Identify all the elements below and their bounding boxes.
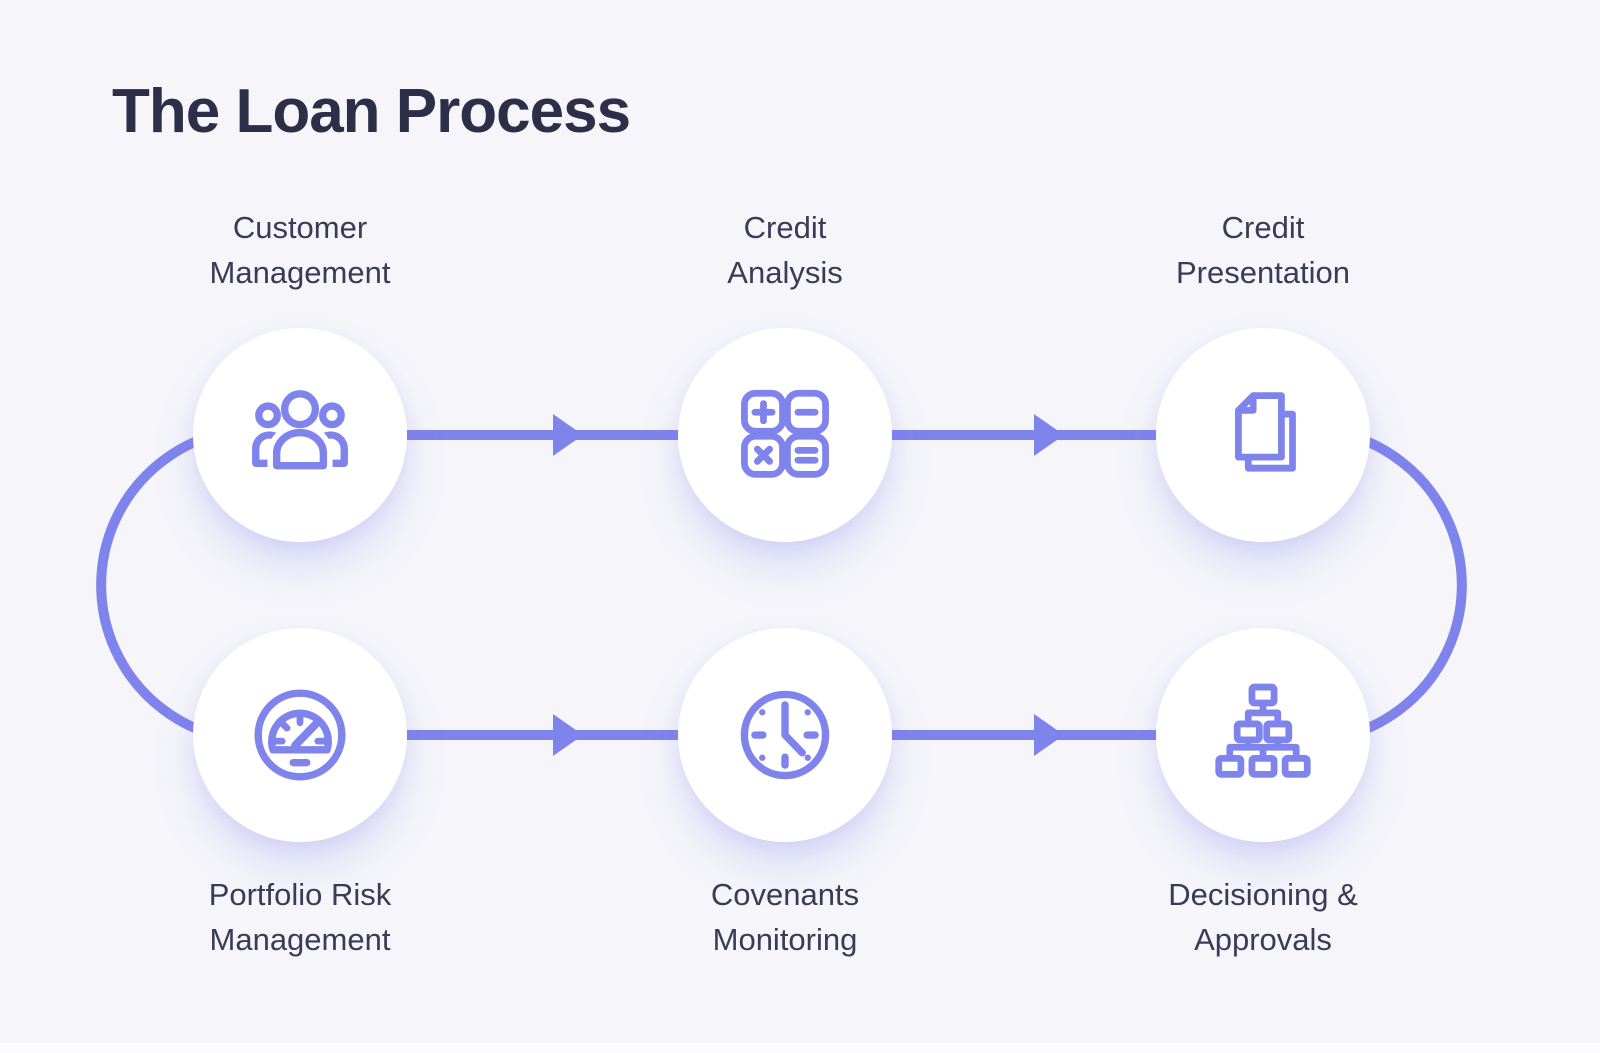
- node-label-credit-analysis: Credit Analysis: [727, 210, 843, 290]
- people-group-icon: [252, 390, 348, 475]
- node-credit-analysis: [678, 328, 892, 542]
- node-label-customer-management: Customer Management: [209, 210, 391, 290]
- node-credit-presentation: [1156, 328, 1370, 542]
- arrowhead-bottom-2: [1034, 714, 1064, 756]
- node-covenants-monitoring: [678, 628, 892, 842]
- calculator-icon: [741, 389, 829, 478]
- node-label-decisioning-approvals: Decisioning & Approvals: [1168, 877, 1358, 957]
- arrowhead-top-2: [1034, 414, 1064, 456]
- page-title: The Loan Process: [112, 77, 631, 146]
- node-label-credit-presentation: Credit Presentation: [1175, 210, 1351, 290]
- bottom-edge-strip: [0, 1043, 1600, 1053]
- gauge-icon: [254, 689, 346, 781]
- documents-icon: [1235, 392, 1296, 472]
- node-label-portfolio-risk-management: Portfolio Risk Management: [208, 877, 392, 957]
- org-chart-icon: [1215, 683, 1311, 778]
- node-label-covenants-monitoring: Covenants Monitoring: [710, 877, 860, 957]
- arrowhead-top-1: [553, 414, 583, 456]
- node-decisioning-approvals: [1156, 628, 1370, 842]
- node-customer-management: [193, 328, 407, 542]
- arrowhead-bottom-1: [553, 714, 583, 756]
- clock-icon: [740, 690, 830, 780]
- node-portfolio-risk-management: [193, 628, 407, 842]
